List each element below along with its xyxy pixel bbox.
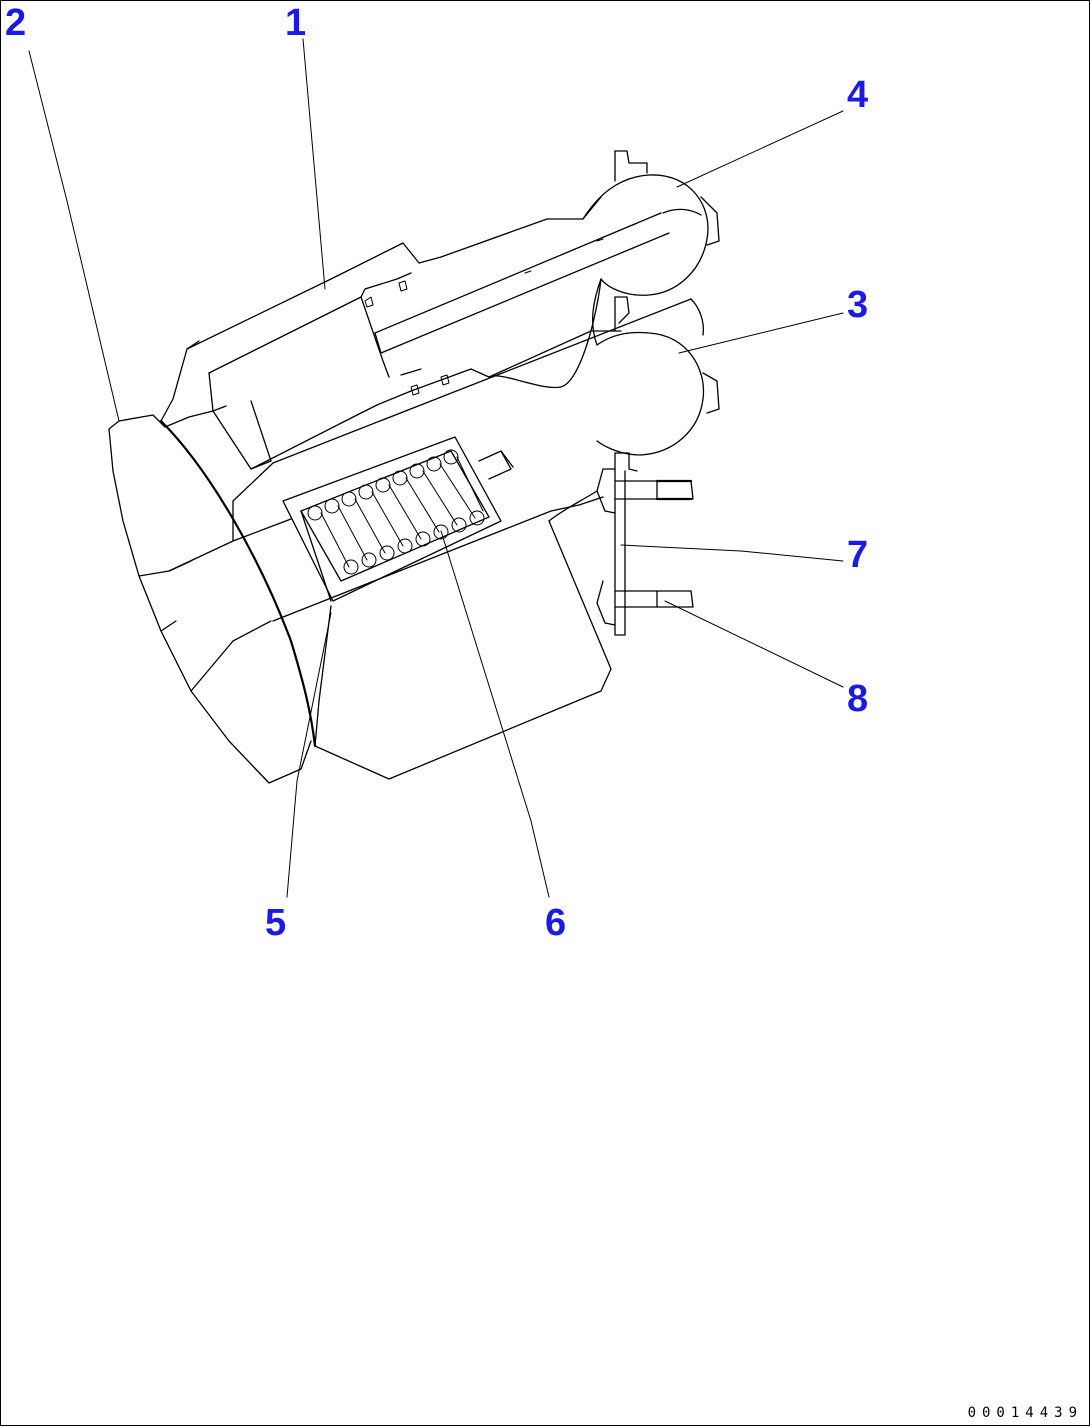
document-number: 00014439	[967, 1405, 1083, 1421]
callout-5: 5	[265, 902, 286, 944]
callout-1: 1	[285, 2, 306, 44]
valve-body	[160, 196, 692, 622]
leader-lines	[28, 38, 844, 898]
callout-8: 8	[847, 678, 868, 720]
callout-2: 2	[5, 2, 26, 44]
upper-bulb	[582, 150, 720, 296]
housing-body	[108, 405, 317, 784]
callout-6: 6	[545, 902, 566, 944]
callout-7: 7	[847, 534, 868, 576]
spring-detail	[282, 436, 514, 602]
callout-4: 4	[847, 74, 868, 116]
lower-block	[314, 520, 612, 780]
spring-coils	[307, 449, 485, 575]
callout-3: 3	[847, 284, 868, 326]
lower-bulb	[488, 278, 720, 456]
mounting-plate	[548, 452, 694, 636]
callouts: 2 1 4 3 7 8 5 6	[5, 2, 868, 944]
